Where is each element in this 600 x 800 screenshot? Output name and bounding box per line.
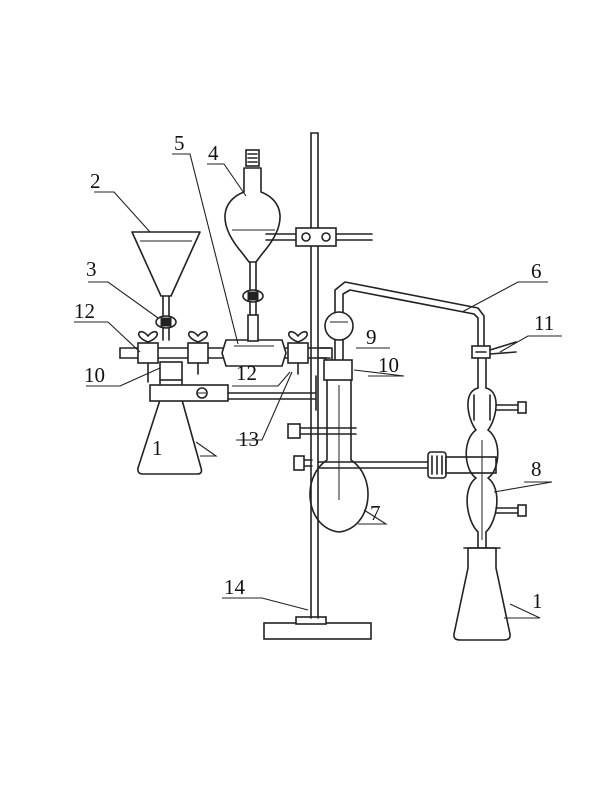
label-4: 4 [208, 141, 219, 165]
label-1-right: 1 [532, 589, 543, 613]
label-7: 7 [370, 501, 381, 525]
label-3: 3 [86, 257, 97, 281]
retort-stand [263, 132, 372, 640]
tap-mid-left [187, 331, 209, 375]
label-5: 5 [174, 131, 185, 155]
manifold [119, 314, 331, 383]
label-11: 11 [534, 311, 554, 335]
label-9: 9 [366, 325, 377, 349]
label-6: 6 [531, 259, 542, 283]
separatory-funnel [224, 149, 373, 316]
conical-flask-right [453, 547, 511, 641]
label-8: 8 [531, 457, 542, 481]
stand-base [263, 622, 372, 640]
label-10-left: 10 [84, 363, 105, 387]
tap-right [287, 331, 309, 375]
label-12-left: 12 [74, 299, 95, 323]
leader-lines [74, 153, 562, 619]
tube-clip [471, 341, 517, 359]
condenser-clamp [317, 451, 497, 479]
label-1-left: 1 [152, 436, 163, 460]
tap-left [137, 331, 159, 383]
conical-flask-left [137, 379, 316, 475]
label-14: 14 [224, 575, 246, 599]
delivery-tube [334, 281, 485, 351]
label-2: 2 [90, 169, 101, 193]
label-12-mid: 12 [236, 361, 257, 385]
filter-funnel [131, 231, 201, 341]
reaction-flask [287, 311, 369, 533]
label-10-right: 10 [378, 353, 399, 377]
condenser [465, 357, 527, 549]
label-13: 13 [238, 427, 259, 451]
